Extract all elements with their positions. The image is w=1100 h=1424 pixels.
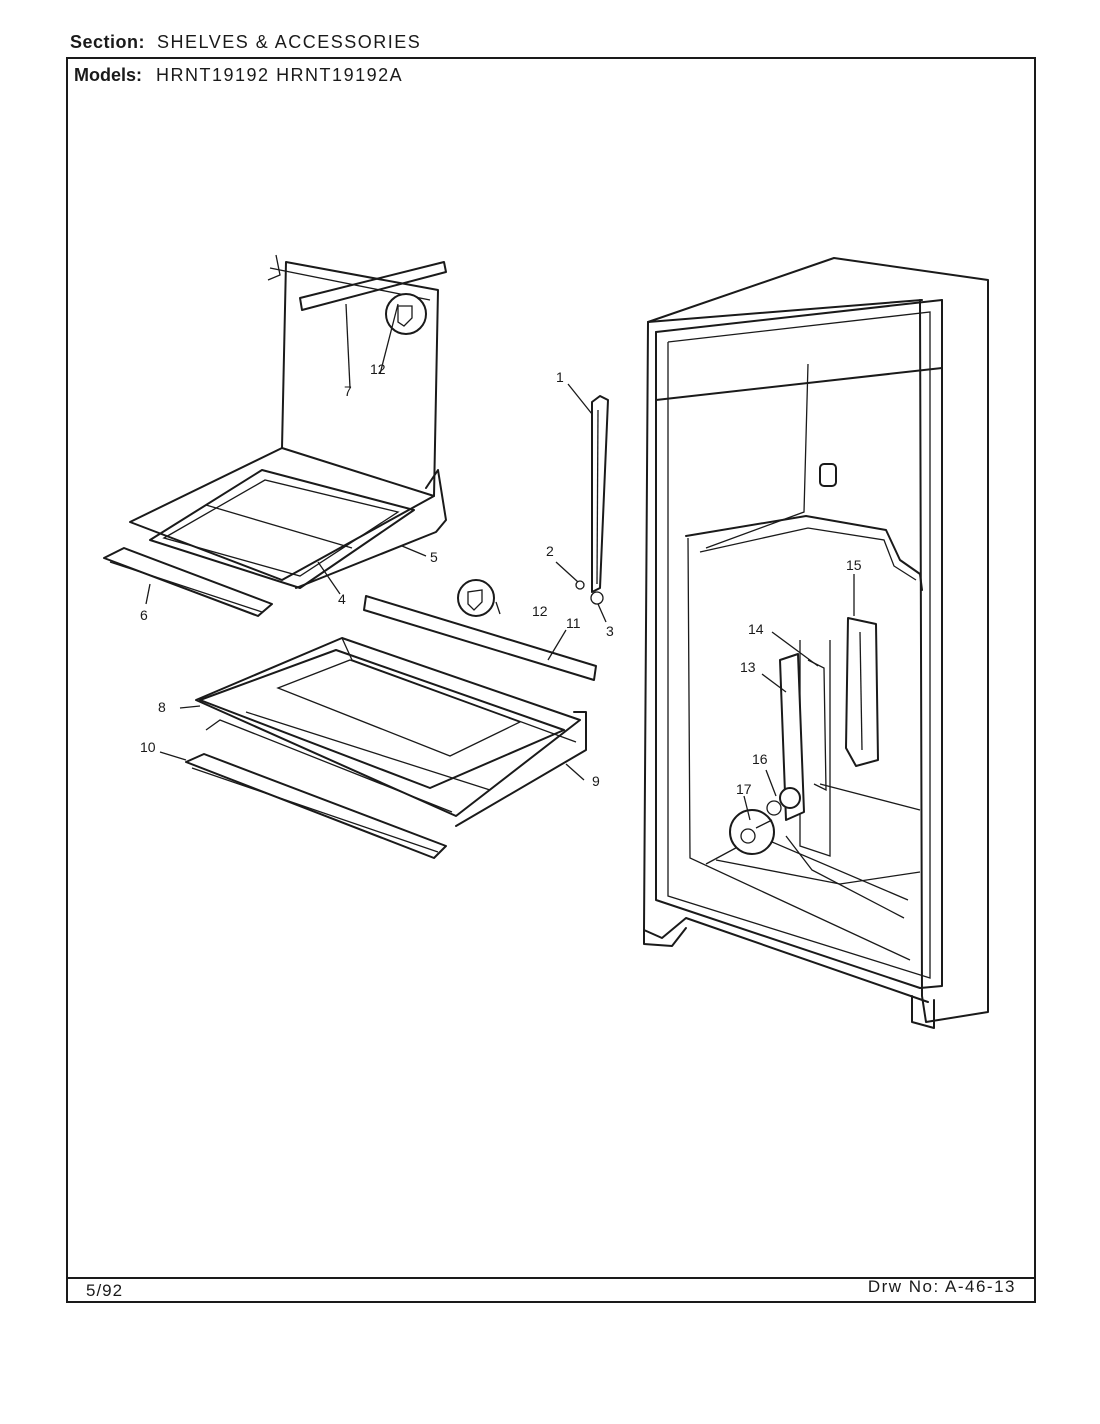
shelf-glass-upper bbox=[149, 469, 415, 589]
callout-3: 3 bbox=[606, 623, 614, 639]
leader-lines bbox=[145, 303, 855, 821]
models-label: Models: bbox=[74, 65, 143, 85]
shelf-trim-rear-upper bbox=[299, 261, 447, 311]
clip-detail-upper bbox=[385, 293, 427, 335]
models-value: HRNT19192 HRNT19192A bbox=[156, 65, 404, 85]
callout-10: 10 bbox=[140, 739, 156, 755]
callout-13: 13 bbox=[740, 659, 756, 675]
shelf-trim-rear-lower bbox=[363, 595, 597, 681]
shelf-glass-lower bbox=[199, 649, 565, 789]
callout-2: 2 bbox=[546, 543, 554, 559]
drawing-frame: Models: HRNT19192 HRNT19192A 5/92 Drw No:… bbox=[66, 57, 1036, 1303]
callout-15: 15 bbox=[846, 557, 862, 573]
callout-1: 1 bbox=[556, 369, 564, 385]
lower-shelf-assembly bbox=[185, 579, 597, 859]
callout-8: 8 bbox=[158, 699, 166, 715]
support-channel bbox=[591, 395, 609, 593]
shelf-support-left bbox=[779, 653, 805, 821]
models-heading: Models: HRNT19192 HRNT19192A bbox=[74, 65, 403, 86]
lamp-socket bbox=[779, 787, 801, 809]
callout-16: 16 bbox=[752, 751, 768, 767]
callout-11: 11 bbox=[566, 615, 581, 631]
screw-part-2 bbox=[575, 580, 585, 590]
clip-detail-lower bbox=[457, 579, 495, 617]
section-label: Section: bbox=[70, 32, 146, 52]
callout-5: 5 bbox=[430, 549, 438, 565]
refrigerator-cabinet bbox=[643, 257, 989, 1029]
shelf-frame-upper-rail bbox=[281, 261, 439, 497]
shelf-bracket-lower bbox=[455, 711, 587, 827]
shelf-frame-upper bbox=[129, 447, 435, 581]
shelf-support-right bbox=[845, 617, 879, 767]
control-knob bbox=[819, 463, 837, 487]
shelf-bracket-upper bbox=[295, 469, 447, 589]
callout-labels: 1 2 3 4 5 6 7 8 9 10 11 12 12 13 14 15 1… bbox=[140, 361, 862, 797]
drawing-number: Drw No: A-46-13 bbox=[867, 1277, 1016, 1296]
footer-date: 5/92 bbox=[86, 1281, 124, 1300]
footer-divider bbox=[68, 1277, 1034, 1279]
section-heading: Section: SHELVES & ACCESSORIES bbox=[70, 32, 421, 53]
cap-part-3 bbox=[590, 591, 604, 605]
callout-12-upper: 12 bbox=[370, 361, 386, 377]
section-value: SHELVES & ACCESSORIES bbox=[157, 32, 422, 52]
callout-6: 6 bbox=[140, 607, 148, 623]
callout-17: 17 bbox=[736, 781, 752, 797]
light-bulb-detail bbox=[729, 809, 775, 855]
callout-12-lower: 12 bbox=[532, 603, 548, 619]
shelf-support-ladder bbox=[575, 395, 609, 605]
cabinet-front-edge bbox=[647, 257, 989, 1023]
cabinet-base bbox=[911, 995, 935, 1029]
shelf-trim-front-upper bbox=[103, 547, 273, 617]
freezer-divider bbox=[685, 515, 923, 591]
callout-14: 14 bbox=[748, 621, 764, 637]
callout-9: 9 bbox=[592, 773, 600, 789]
callout-7: 7 bbox=[344, 383, 352, 399]
callout-4: 4 bbox=[338, 591, 346, 607]
upper-shelf-assembly bbox=[103, 254, 447, 617]
